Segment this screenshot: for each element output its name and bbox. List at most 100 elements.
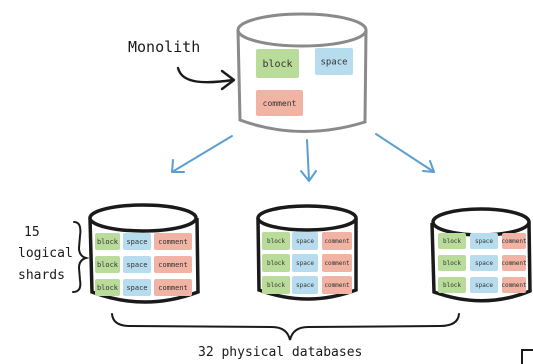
monolith-label: Monolith <box>128 38 200 56</box>
db1-shard-block-1-label: block <box>97 238 119 246</box>
db3-shard-block-3: block <box>438 277 466 293</box>
db3-shard-block-2-label: block <box>443 260 461 267</box>
db1-shard-comment-2: comment <box>154 256 192 273</box>
db3-shard-block-2-bg <box>438 255 466 271</box>
arrowhead-left <box>171 159 185 173</box>
db3-shard-comment-3-label: comment <box>501 282 527 289</box>
db2-shard-space-1-label: space <box>296 238 314 245</box>
db2-shard-comment-1-label: comment <box>324 238 350 245</box>
db1-shard-space-3-label: space <box>126 284 147 292</box>
db2-shard-comment-1-bg <box>322 232 352 250</box>
db1-shard-comment-2-label: comment <box>158 261 188 269</box>
db1-shard-block-2: block <box>95 256 120 273</box>
shards-brace <box>72 221 90 293</box>
monolith-tables: block space comment <box>256 48 353 116</box>
db1-shard-comment-1-bg <box>154 233 192 250</box>
db2-shard-comment-3: comment <box>322 276 352 294</box>
db3-shard-comment-2-bg <box>502 255 526 271</box>
db2-shard-block-2-label: block <box>267 260 285 267</box>
distribution-arrows <box>171 133 435 182</box>
db2-shard-comment-2: comment <box>322 254 352 272</box>
db1-shard-space-1-bg <box>123 233 151 250</box>
db2-shard-comment-2-label: comment <box>324 260 350 267</box>
corner-mark <box>521 349 533 364</box>
db1-shard-comment-3: comment <box>154 279 192 296</box>
db2-shard-block-2: block <box>262 254 290 272</box>
db2-shard-block-1-bg <box>262 232 290 250</box>
db3-shard-space-1-bg <box>470 233 498 249</box>
db2-shard-space-3-label: space <box>296 282 314 289</box>
arrow-left <box>171 135 233 173</box>
db3-shard-space-3-bg <box>470 277 498 293</box>
db2-shard-block-3: block <box>262 276 290 294</box>
monolith-table-space-label: space <box>320 58 347 68</box>
db1-shard-block-3: block <box>95 279 120 296</box>
db3-shard-space-1-label: space <box>475 238 493 245</box>
db1-shard-comment-3-bg <box>154 279 192 296</box>
db1-shard-block-1: block <box>95 233 120 250</box>
db1-shard-space-2-label: space <box>126 261 147 269</box>
db1-shard-space-2-bg <box>123 256 151 273</box>
monolith-table-comment-label: comment <box>263 99 297 108</box>
db2-shard-block-3-bg <box>262 276 290 294</box>
db3-shard-block-3-label: block <box>443 282 461 289</box>
db1-shard-space-1: space <box>123 233 151 250</box>
db1-shard-comment-1-label: comment <box>158 238 188 246</box>
arrow-middle <box>306 139 310 181</box>
db1-shard-space-2: space <box>123 256 151 273</box>
db3-shard-block-2: block <box>438 255 466 271</box>
db1-shard-block-1-bg <box>95 233 120 250</box>
db1-shard-comment-3-label: comment <box>158 284 188 292</box>
monolith-table-block: block <box>256 49 299 78</box>
db3-shard-space-3-label: space <box>475 282 493 289</box>
physical-databases-label: 32 physical databases <box>198 345 362 360</box>
db3-shard-space-2-bg <box>470 255 498 271</box>
db3-shard-comment-1-label: comment <box>501 238 527 245</box>
db3-shard-comment-1: comment <box>501 233 527 249</box>
monolith-pointer-arrowhead <box>220 69 236 91</box>
db2-shard-comment-2-bg <box>322 254 352 272</box>
db2-shard-space-2-bg <box>292 254 318 272</box>
db3-shard-comment-3-bg <box>502 277 526 293</box>
db2-shard-block-3-label: block <box>267 282 285 289</box>
db1-shard-block-3-bg <box>95 279 120 296</box>
db2-shard-block-1-label: block <box>267 238 285 245</box>
arrowhead-middle <box>300 170 317 182</box>
monolith-table-block-label: block <box>262 59 292 70</box>
db1-shard-comment-1: comment <box>154 233 192 250</box>
db2-shard-space-2-label: space <box>296 260 314 267</box>
databases-brace <box>111 313 460 341</box>
db2-shard-space-1-bg <box>292 232 318 250</box>
db1-shard-comment-2-bg <box>154 256 192 273</box>
db2-shard-block-1: block <box>262 232 290 250</box>
db3-shard-comment-2-label: comment <box>501 260 527 267</box>
db3-shard-comment-3: comment <box>501 277 527 293</box>
db3-shard-block-1-bg <box>438 233 466 249</box>
db3-shard-space-1: space <box>470 233 498 249</box>
shards-label-line2: logical <box>18 246 73 261</box>
db2-shard-comment-3-label: comment <box>324 282 350 289</box>
monolith-pointer-arrow <box>176 66 235 84</box>
db1-shard-space-1-label: space <box>126 238 147 246</box>
db3-shard-block-3-bg <box>438 277 466 293</box>
shards-label-line1: 15 <box>24 225 40 240</box>
arrowhead-right <box>422 160 435 173</box>
db1-shard-block-2-bg <box>95 256 120 273</box>
db2-shard-block-2-bg <box>262 254 290 272</box>
db3-shard-space-2: space <box>470 255 498 271</box>
monolith-table-comment-bg <box>256 90 303 116</box>
db1-shard-space-3-bg <box>123 279 151 296</box>
db2-shard-space-3-bg <box>292 276 318 294</box>
db3-shard-block-1: block <box>438 233 466 249</box>
monolith-table-space-bg <box>315 48 353 75</box>
db2-shard-comment-3-bg <box>322 276 352 294</box>
db2-shard-comment-1: comment <box>322 232 352 250</box>
db3-shard-space-2-label: space <box>475 260 493 267</box>
monolith-table-block-bg <box>256 49 299 78</box>
arrow-right <box>375 133 435 173</box>
db1-shard-block-2-label: block <box>97 261 119 269</box>
db3-shard-space-3: space <box>470 277 498 293</box>
db3-shard-comment-1-bg <box>502 233 526 249</box>
